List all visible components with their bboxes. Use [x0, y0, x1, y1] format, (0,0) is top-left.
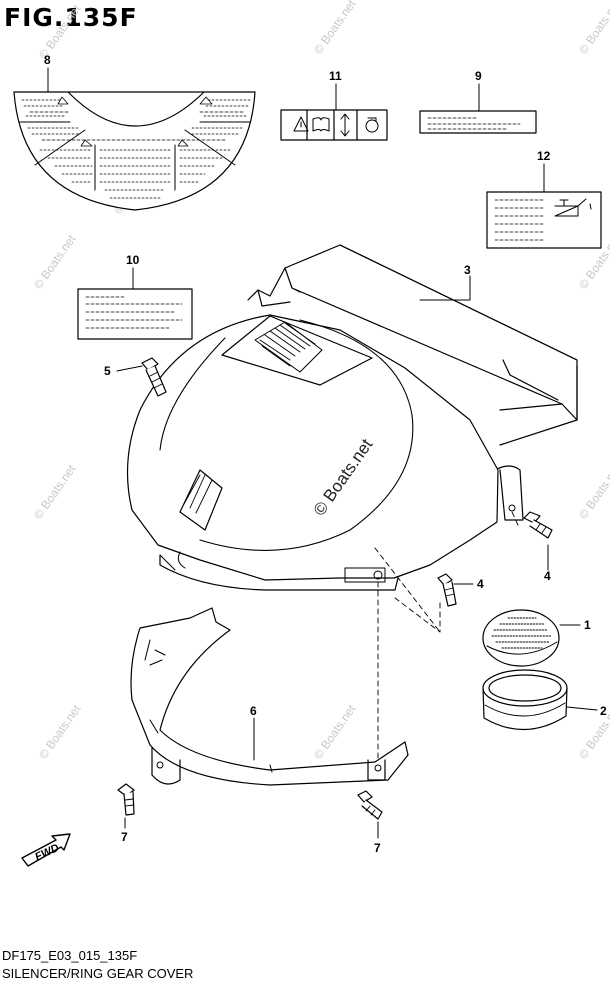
- warning-icon: [293, 116, 309, 132]
- callout-7-right: 7: [374, 841, 381, 855]
- watermark-text: © Boats.net: [36, 702, 84, 762]
- fwd-label: FWD: [33, 842, 61, 863]
- callout-11: 11: [329, 69, 342, 83]
- fuel-cap-icon: [365, 117, 379, 133]
- watermark-text: © Boats.net: [311, 0, 359, 57]
- callout-9: 9: [475, 69, 482, 83]
- watermark-text: © Boats.net: [311, 702, 359, 762]
- bolt-7-right: [357, 790, 383, 820]
- fwd-arrow-icon: [21, 833, 71, 867]
- part-12-label: [486, 191, 602, 249]
- figure-name: SILENCER/RING GEAR COVER: [2, 966, 194, 981]
- part-6-ring-bracket: [130, 607, 409, 786]
- figure-title: FIG.135F: [4, 3, 138, 32]
- updown-arrow-icon: [340, 113, 350, 137]
- part-11-warning-label: [280, 109, 388, 141]
- callout-4-upper: 4: [544, 569, 551, 583]
- callout-numbers: 8 11 9 12 10 3 5 4 4 1 2 6 7 7: [44, 53, 607, 855]
- callout-2: 2: [600, 704, 607, 718]
- bolt-7-left: [117, 783, 135, 816]
- part-8-label-decal: [13, 91, 256, 211]
- figure-code: DF175_E03_015_135F: [2, 948, 138, 963]
- leader-lines: [47, 67, 598, 839]
- callout-6: 6: [250, 704, 257, 718]
- callout-3: 3: [464, 263, 471, 277]
- callout-7-left: 7: [121, 830, 128, 844]
- callout-5: 5: [104, 364, 111, 378]
- bolt-4-lower: [437, 573, 457, 607]
- part-2-ring-seal: [482, 669, 568, 731]
- ring-gear-cover: [126, 314, 499, 591]
- bolt-4-upper: [523, 511, 553, 539]
- part-10-label: [77, 288, 193, 340]
- watermark-text: © Boats.net: [576, 0, 610, 57]
- part-3-silencer: [247, 244, 578, 521]
- callout-8: 8: [44, 53, 51, 67]
- watermark-text: © Boats.net: [31, 462, 79, 522]
- callout-1: 1: [584, 618, 591, 632]
- oil-can-icon: [554, 198, 587, 217]
- callout-12: 12: [537, 149, 551, 163]
- callout-10: 10: [126, 253, 140, 267]
- part-9-label: [419, 110, 537, 134]
- bolt-5: [141, 357, 167, 397]
- watermark-text: © Boats.net: [31, 232, 79, 292]
- manual-icon: [312, 117, 330, 132]
- assembly-lines: [374, 511, 519, 761]
- watermark-text: © Boats.net: [576, 462, 610, 522]
- callout-4-lower: 4: [477, 577, 484, 591]
- part-1-mesh-cap: [482, 609, 560, 667]
